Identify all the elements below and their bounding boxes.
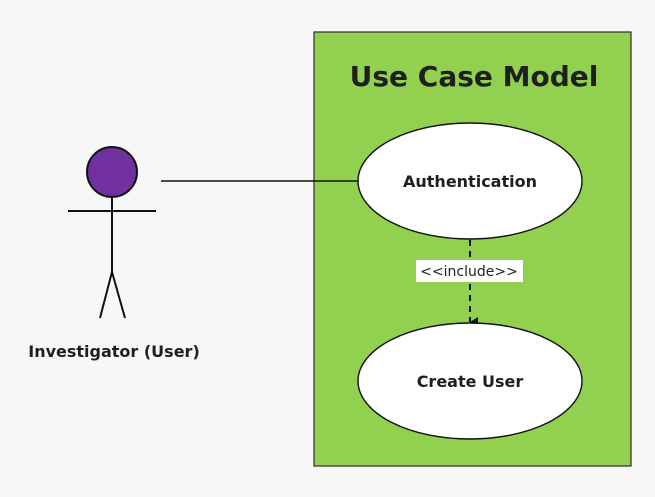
usecase-create-user[interactable] xyxy=(357,322,583,440)
actor-investigator[interactable] xyxy=(68,146,156,319)
system-title: Use Case Model xyxy=(350,60,599,93)
actor-label: Investigator (User) xyxy=(28,342,200,361)
usecase-authentication-label: Authentication xyxy=(403,172,537,191)
actor-right-leg xyxy=(111,271,126,319)
include-label-background xyxy=(416,260,523,282)
usecase-create-user-label: Create User xyxy=(417,372,524,391)
include-label: <<include>> xyxy=(420,264,518,280)
actor-head xyxy=(86,146,138,198)
actor-left-leg xyxy=(99,271,113,319)
usecase-authentication[interactable] xyxy=(357,122,583,240)
